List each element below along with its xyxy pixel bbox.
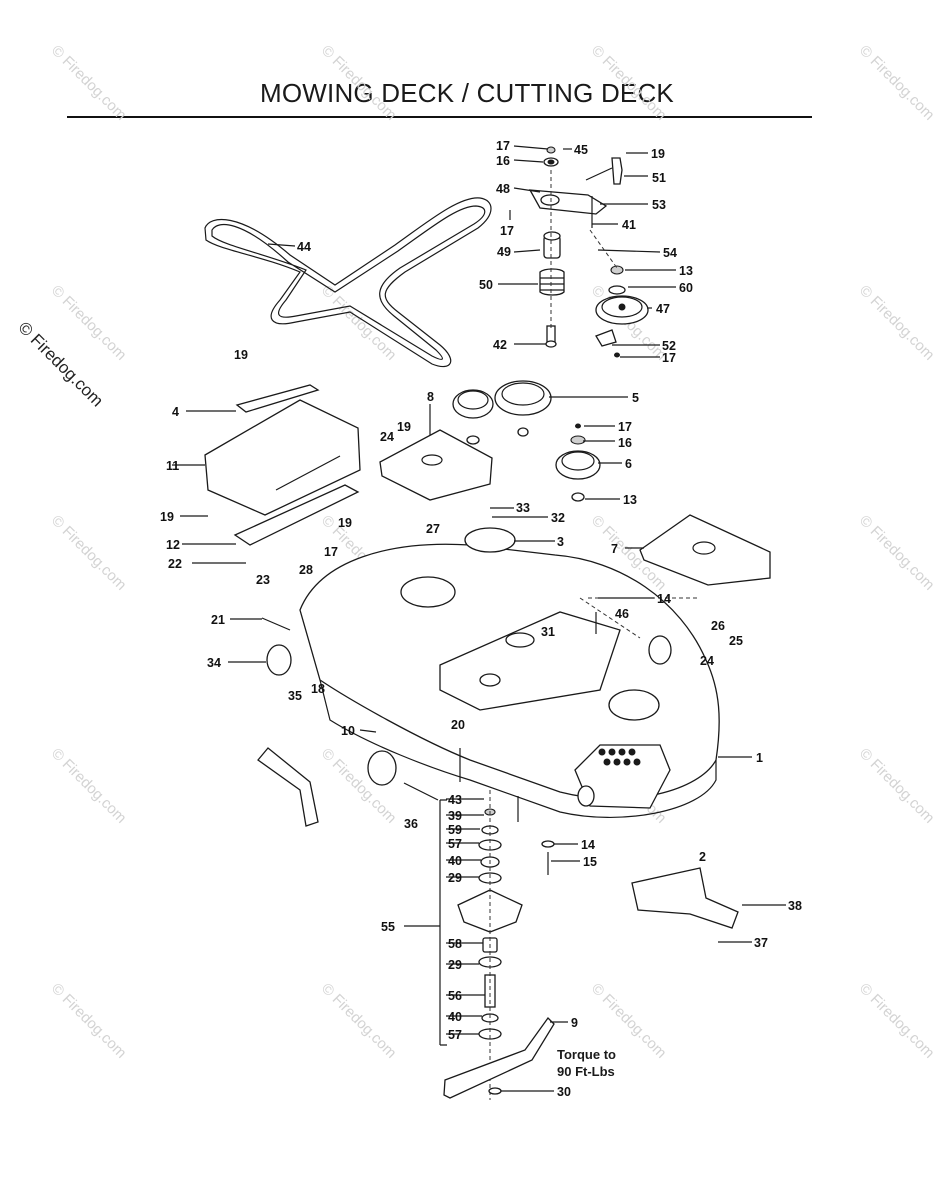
mower-belt xyxy=(204,197,492,368)
callout-22: 22 xyxy=(168,557,182,571)
callout-37: 37 xyxy=(754,936,768,950)
torque-note: Torque to 90 Ft-Lbs xyxy=(557,1046,616,1080)
title-rule xyxy=(67,116,812,118)
callout-17: 17 xyxy=(662,351,676,365)
callout-19: 19 xyxy=(234,348,248,362)
callout-59: 59 xyxy=(448,823,462,837)
callout-16: 16 xyxy=(618,436,632,450)
callout-17: 17 xyxy=(324,545,338,559)
callout-47: 47 xyxy=(656,302,670,316)
callout-50: 50 xyxy=(479,278,493,292)
pulleys xyxy=(452,380,601,502)
callout-3: 3 xyxy=(557,535,564,549)
callout-27: 27 xyxy=(426,522,440,536)
callout-53: 53 xyxy=(652,198,666,212)
belt-covers xyxy=(379,429,771,586)
callout-41: 41 xyxy=(622,218,636,232)
callout-17: 17 xyxy=(500,224,514,238)
callout-13: 13 xyxy=(623,493,637,507)
callout-11: 11 xyxy=(166,459,180,473)
callout-leaders xyxy=(172,145,786,1092)
callout-13: 13 xyxy=(679,264,693,278)
callout-2: 2 xyxy=(699,850,706,864)
idler-arm-assembly xyxy=(528,146,649,358)
callout-17: 17 xyxy=(496,139,510,153)
callout-57: 57 xyxy=(448,1028,462,1042)
torque-note-line1: Torque to xyxy=(557,1047,616,1062)
callout-24: 24 xyxy=(380,430,394,444)
callout-10: 10 xyxy=(341,724,355,738)
callout-6: 6 xyxy=(625,457,632,471)
callout-44: 44 xyxy=(297,240,311,254)
deck-plate-holes xyxy=(598,748,641,766)
callout-55: 55 xyxy=(381,920,395,934)
page-title: MOWING DECK / CUTTING DECK xyxy=(260,78,674,108)
callout-19: 19 xyxy=(397,420,411,434)
callout-46: 46 xyxy=(615,607,629,621)
callout-28: 28 xyxy=(299,563,313,577)
callout-48: 48 xyxy=(496,182,510,196)
callout-20: 20 xyxy=(451,718,465,732)
callout-31: 31 xyxy=(541,625,555,639)
callout-36: 36 xyxy=(404,817,418,831)
callout-45: 45 xyxy=(574,143,588,157)
callout-19: 19 xyxy=(338,516,352,530)
callout-8: 8 xyxy=(427,390,434,404)
callout-57: 57 xyxy=(448,837,462,851)
mower-deck xyxy=(299,527,720,818)
callout-30: 30 xyxy=(557,1085,571,1099)
callout-25: 25 xyxy=(729,634,743,648)
callout-54: 54 xyxy=(663,246,677,260)
callout-29: 29 xyxy=(448,958,462,972)
anti-scalp-wheels xyxy=(266,635,672,807)
callout-40: 40 xyxy=(448,1010,462,1024)
callout-17: 17 xyxy=(618,420,632,434)
callout-16: 16 xyxy=(496,154,510,168)
callout-49: 49 xyxy=(497,245,511,259)
callout-56: 56 xyxy=(448,989,462,1003)
left-shield-assembly xyxy=(204,384,361,546)
callout-19: 19 xyxy=(160,510,174,524)
callout-33: 33 xyxy=(516,501,530,515)
callout-34: 34 xyxy=(207,656,221,670)
callout-19: 19 xyxy=(651,147,665,161)
callout-1: 1 xyxy=(756,751,763,765)
callout-32: 32 xyxy=(551,511,565,525)
callout-12: 12 xyxy=(166,538,180,552)
callout-5: 5 xyxy=(632,391,639,405)
callout-7: 7 xyxy=(611,542,618,556)
spindle-assembly xyxy=(439,790,523,1100)
callout-51: 51 xyxy=(652,171,666,185)
callout-39: 39 xyxy=(448,809,462,823)
callout-60: 60 xyxy=(679,281,693,295)
callout-24: 24 xyxy=(700,654,714,668)
callout-4: 4 xyxy=(172,405,179,419)
callout-14: 14 xyxy=(657,592,671,606)
callout-29: 29 xyxy=(448,871,462,885)
callout-38: 38 xyxy=(788,899,802,913)
side-brackets xyxy=(257,747,739,929)
callout-9: 9 xyxy=(571,1016,578,1030)
callout-43: 43 xyxy=(448,793,462,807)
callout-21: 21 xyxy=(211,613,225,627)
callout-14: 14 xyxy=(581,838,595,852)
callout-42: 42 xyxy=(493,338,507,352)
callout-58: 58 xyxy=(448,937,462,951)
callout-52: 52 xyxy=(662,339,676,353)
callout-23: 23 xyxy=(256,573,270,587)
callout-40: 40 xyxy=(448,854,462,868)
callout-15: 15 xyxy=(583,855,597,869)
torque-note-line2: 90 Ft-Lbs xyxy=(557,1064,615,1079)
callout-26: 26 xyxy=(711,619,725,633)
callout-35: 35 xyxy=(288,689,302,703)
callout-18: 18 xyxy=(311,682,325,696)
